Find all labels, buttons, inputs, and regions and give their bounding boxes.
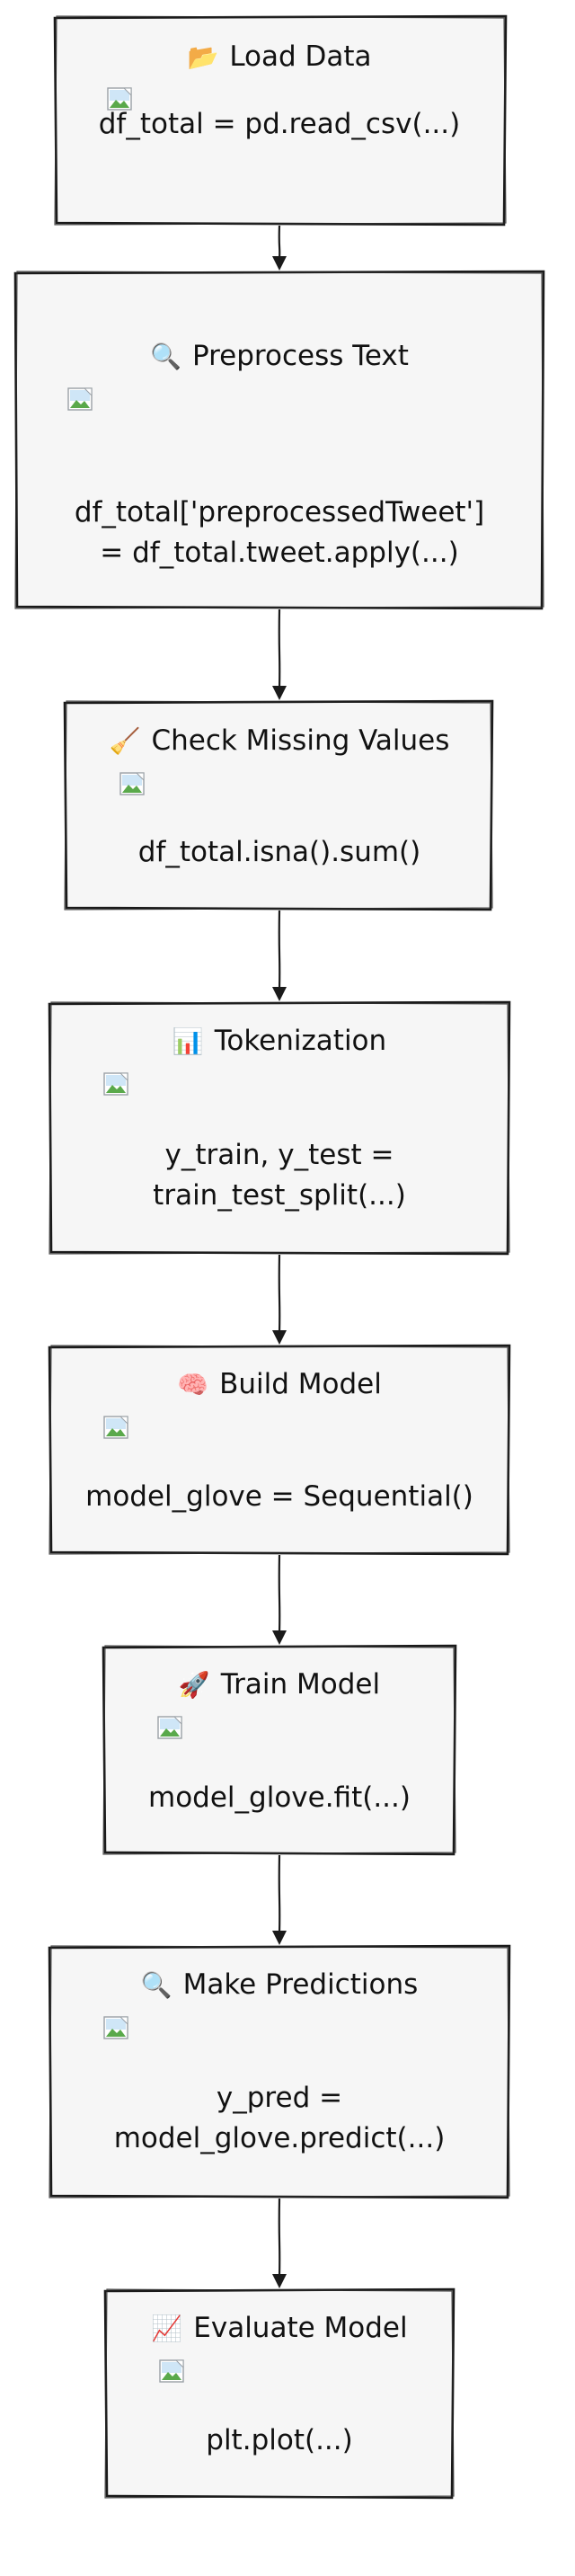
broken-image-icon bbox=[67, 387, 93, 411]
arrow-head bbox=[272, 1330, 287, 1345]
node-title-row: 📂 Load Data bbox=[187, 40, 371, 73]
node-title: Preprocess Text bbox=[192, 340, 409, 372]
node-code-line: plt.plot(...) bbox=[206, 2424, 352, 2456]
node-border bbox=[53, 14, 508, 227]
node-title-row: 📊 Tokenization bbox=[172, 1025, 386, 1057]
broom-icon: 🧹 bbox=[110, 726, 141, 756]
edge-arrow bbox=[272, 608, 287, 700]
arrow-head bbox=[272, 686, 287, 700]
node-code-line: = df_total.tweet.apply(...) bbox=[100, 537, 458, 569]
edge-line bbox=[278, 910, 281, 990]
node-border-sketch bbox=[102, 1645, 456, 1855]
edge-arrow bbox=[272, 225, 287, 271]
edge-line bbox=[278, 608, 281, 688]
node-title: Make Predictions bbox=[183, 1968, 419, 2001]
arrow-head bbox=[272, 256, 287, 271]
broken-image-icon bbox=[157, 1716, 182, 1739]
arrow-head bbox=[272, 1931, 287, 1945]
flow-node-tokenization: 📊 Tokenization y_train, y_test = train_test… bbox=[48, 1000, 511, 1256]
node-code-line: y_train, y_test = bbox=[165, 1139, 394, 1171]
node-title: Train Model bbox=[220, 1668, 380, 1701]
flow-node-preprocess-text: 🔍 Preprocess Text df_total['preprocessedTw… bbox=[13, 270, 545, 610]
node-border-sketch bbox=[104, 2288, 455, 2499]
node-code-line: df_total.isna().sum() bbox=[138, 836, 420, 868]
brain-icon: 🧠 bbox=[177, 1370, 208, 1399]
node-border bbox=[13, 270, 545, 610]
node-title-row: 🚀 Train Model bbox=[179, 1668, 380, 1701]
edge-arrow bbox=[272, 910, 287, 1001]
flow-node-build-model: 🧠 Build Model model_glove = Sequential() bbox=[48, 1344, 511, 1556]
flow-node-make-predictions: 🔍 Make Predictions y_pred = model_glove.pre… bbox=[48, 1944, 511, 2199]
node-code-line: model_glove = Sequential() bbox=[85, 1480, 473, 1513]
bar-chart-icon: 📊 bbox=[172, 1026, 204, 1056]
rocket-icon: 🚀 bbox=[179, 1670, 210, 1700]
node-title: Build Model bbox=[219, 1368, 382, 1400]
node-border bbox=[103, 2287, 456, 2500]
flow-node-evaluate-model: 📈 Evaluate Model plt.plot(...) bbox=[103, 2287, 456, 2500]
node-border-sketch bbox=[49, 1945, 510, 2198]
line-chart-icon: 📈 bbox=[151, 2314, 182, 2343]
edge-line bbox=[278, 1254, 281, 1333]
edge-line bbox=[278, 1554, 281, 1633]
node-title-row: 📈 Evaluate Model bbox=[151, 2312, 407, 2344]
edge-arrow bbox=[272, 1254, 287, 1345]
arrow-head bbox=[272, 987, 287, 1001]
flow-node-load-data: 📂 Load Data df_total = pd.read_csv(...) bbox=[53, 14, 508, 227]
broken-image-icon bbox=[107, 87, 132, 111]
node-border bbox=[63, 699, 494, 911]
node-code-line: y_pred = bbox=[217, 2082, 342, 2114]
arrow-head bbox=[272, 1630, 287, 1645]
node-border-sketch bbox=[14, 271, 544, 609]
arrow-head bbox=[272, 2274, 287, 2288]
broken-image-icon bbox=[119, 772, 145, 795]
edge-line bbox=[278, 2198, 281, 2277]
node-border-sketch bbox=[49, 1001, 510, 1255]
node-title-row: 🧠 Build Model bbox=[177, 1368, 382, 1400]
broken-image-icon bbox=[103, 1416, 128, 1439]
node-border bbox=[48, 1000, 511, 1256]
node-title-row: 🧹 Check Missing Values bbox=[110, 724, 450, 757]
node-border-sketch bbox=[54, 15, 507, 226]
node-title: Evaluate Model bbox=[193, 2312, 407, 2344]
nodes-layer: 📂 Load Data df_total = pd.read_csv(...) 🔍 Pr… bbox=[13, 14, 545, 2500]
node-code-line: train_test_split(...) bbox=[153, 1179, 406, 1212]
node-border bbox=[48, 1344, 511, 1556]
node-code-line: model_glove.predict(...) bbox=[114, 2122, 446, 2154]
folder-icon: 📂 bbox=[187, 42, 218, 72]
edge-line bbox=[278, 1854, 281, 1933]
node-title-row: 🔍 Make Predictions bbox=[141, 1968, 419, 2001]
node-border-sketch bbox=[49, 1345, 510, 1555]
node-title: Check Missing Values bbox=[151, 724, 449, 757]
node-code-line: df_total = pd.read_csv(...) bbox=[99, 108, 460, 140]
node-code-line: df_total['preprocessedTweet'] bbox=[75, 496, 484, 529]
edge-arrow bbox=[272, 1854, 287, 1945]
node-border bbox=[102, 1644, 457, 1856]
node-border bbox=[48, 1944, 511, 2199]
edge-line bbox=[278, 225, 281, 259]
flow-node-check-missing-values: 🧹 Check Missing Values df_total.isna().sum… bbox=[63, 699, 494, 911]
edges-layer bbox=[272, 225, 287, 2288]
edge-arrow bbox=[272, 2198, 287, 2288]
broken-image-icon bbox=[103, 1072, 128, 1096]
node-title: Load Data bbox=[229, 40, 371, 73]
magnifier-icon: 🔍 bbox=[141, 1968, 172, 2000]
node-code-line: model_glove.fit(...) bbox=[148, 1781, 411, 1814]
broken-image-icon bbox=[159, 2359, 184, 2383]
node-title: Tokenization bbox=[214, 1025, 386, 1057]
flow-node-train-model: 🚀 Train Model model_glove.fit(...) bbox=[102, 1644, 457, 1856]
edge-arrow bbox=[272, 1554, 287, 1645]
node-title-row: 🔍 Preprocess Text bbox=[150, 340, 409, 372]
node-border-sketch bbox=[64, 700, 493, 910]
broken-image-icon bbox=[103, 2016, 128, 2039]
magnifier-icon: 🔍 bbox=[150, 340, 181, 371]
